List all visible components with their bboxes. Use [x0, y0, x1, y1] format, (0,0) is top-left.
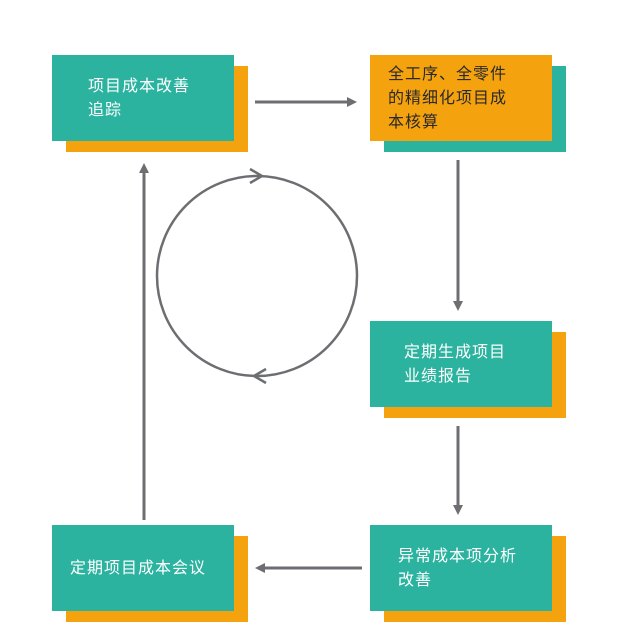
- node-report-label: 定期生成项目 业绩报告: [404, 342, 507, 385]
- cycle-arrowhead-bottom: [251, 367, 267, 385]
- node-analysis-label: 异常成本项分析 改善: [398, 546, 518, 589]
- node-meeting-label: 定期项目成本会议: [70, 558, 207, 577]
- node-report: 定期生成项目 业绩报告: [370, 321, 552, 407]
- node-accounting-label: 全工序、全零件 的精细化项目成 本核算: [388, 64, 508, 131]
- node-tracking-label: 项目成本改善 追踪: [88, 76, 191, 119]
- node-analysis: 异常成本项分析 改善: [370, 525, 552, 611]
- node-accounting: 全工序、全零件 的精细化项目成 本核算: [370, 55, 552, 141]
- node-meeting: 定期项目成本会议: [52, 525, 234, 611]
- cycle-arrowhead-top: [249, 167, 265, 185]
- node-tracking: 项目成本改善 追踪: [52, 55, 234, 141]
- cycle-circle: [155, 174, 359, 378]
